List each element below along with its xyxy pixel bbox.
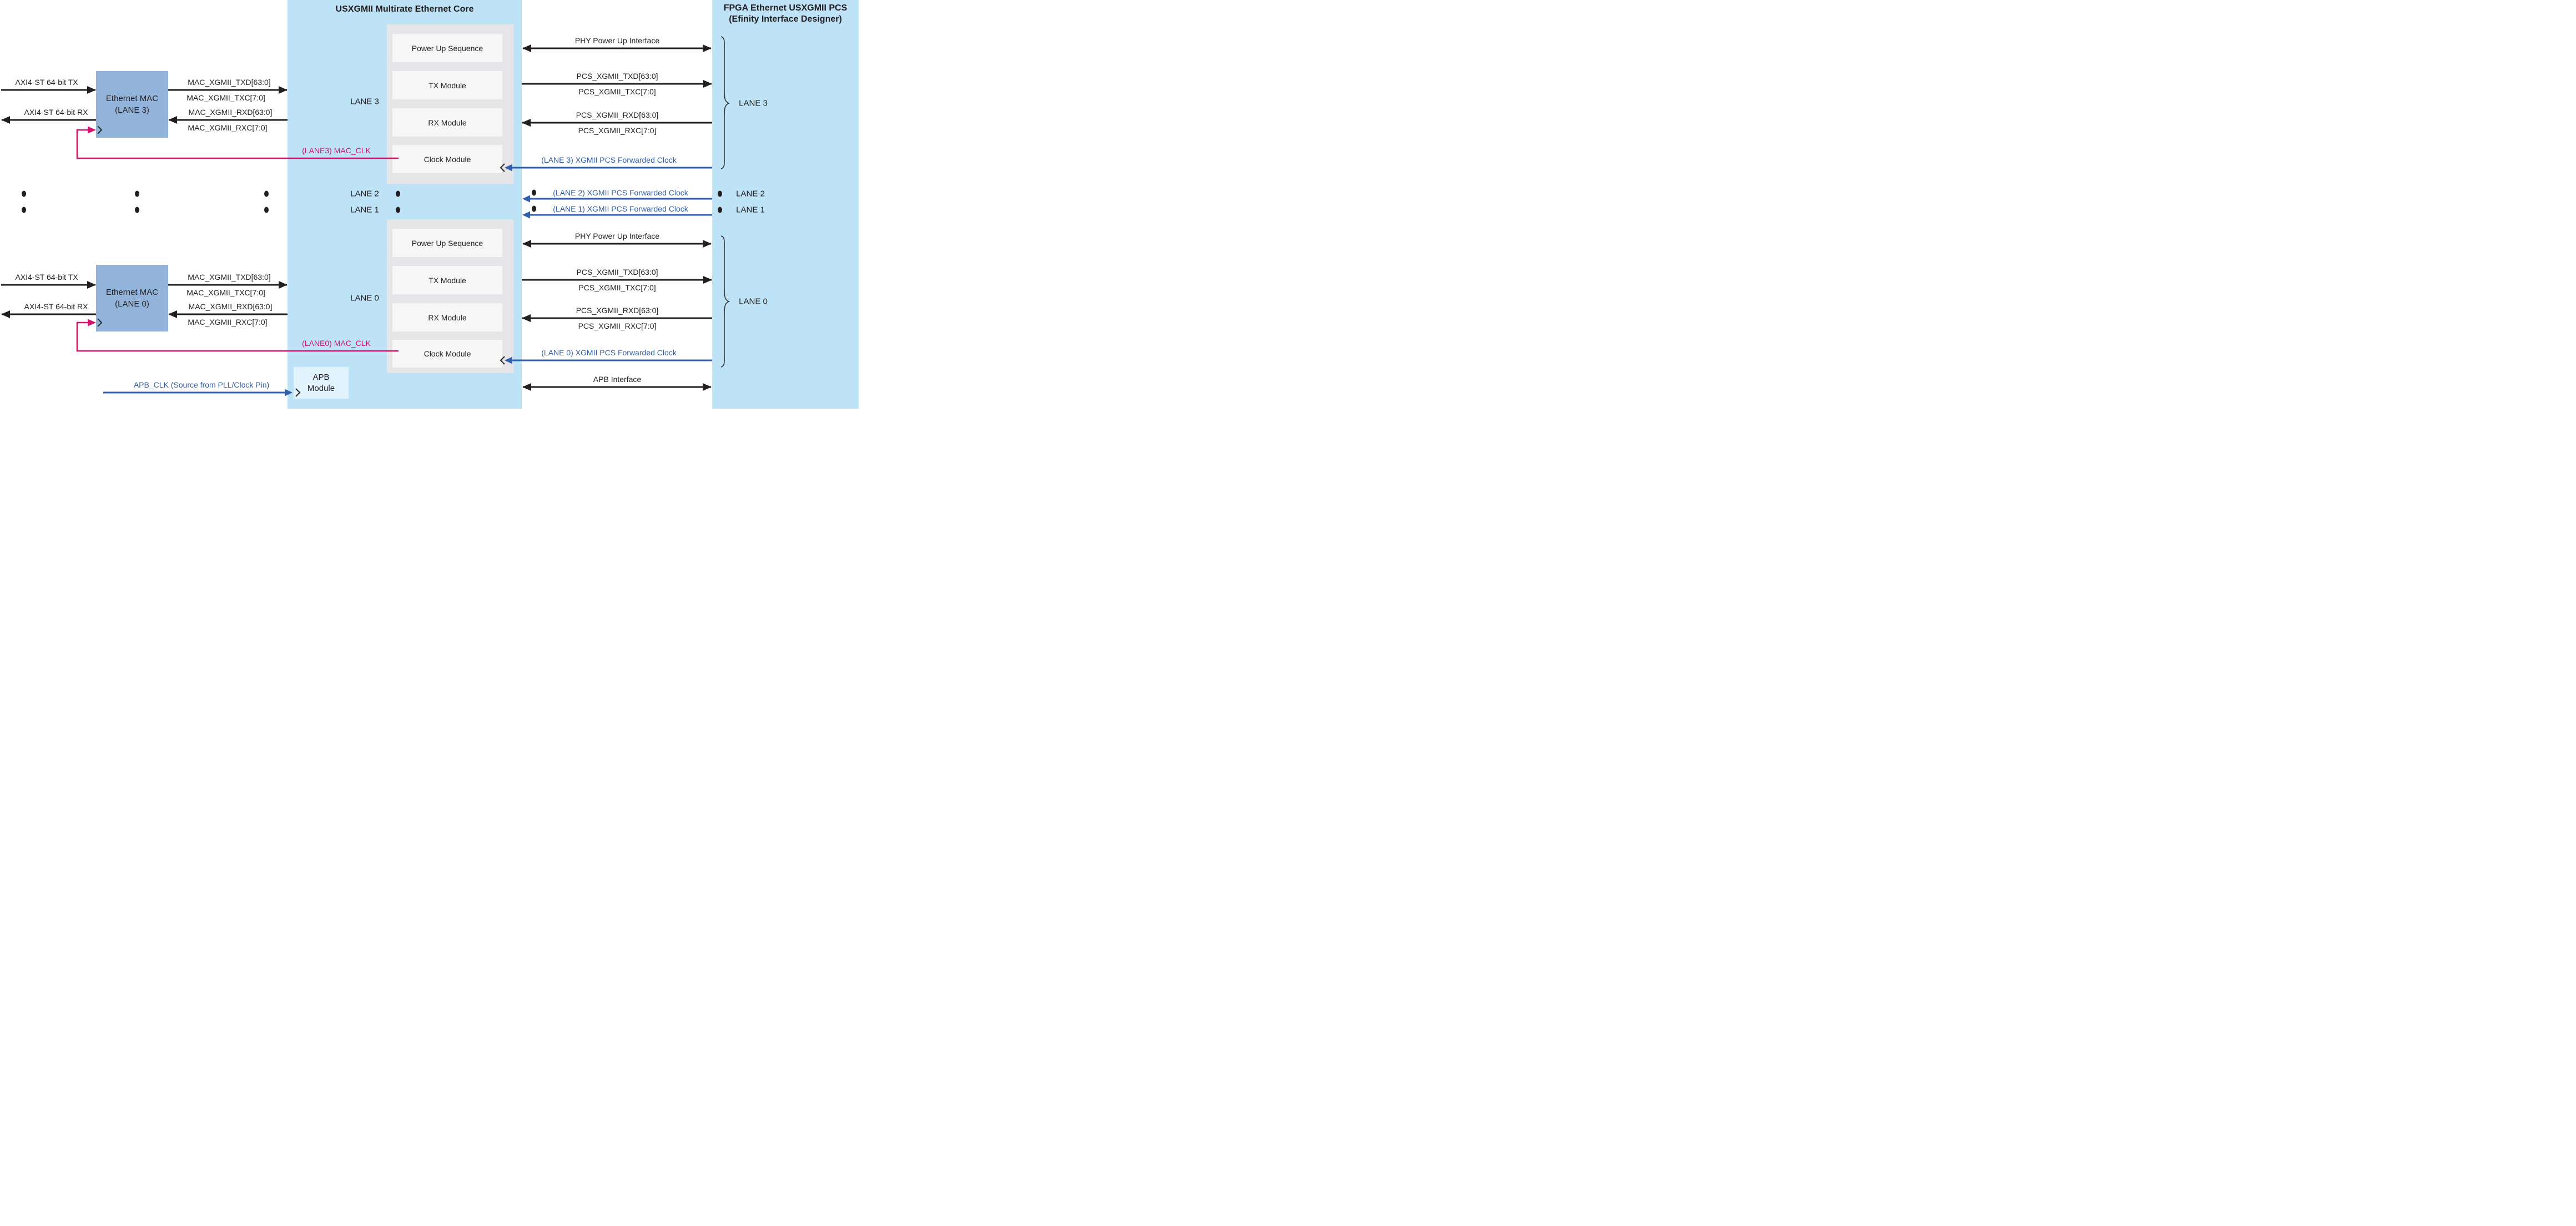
ethernet-mac-lane3-line2: (LANE 3) <box>115 105 149 115</box>
lane3-pcs-rxd-label: PCS_XGMII_RXD[63:0] <box>576 110 659 119</box>
lane3-pcs-txd-label: PCS_XGMII_TXD[63:0] <box>576 72 658 81</box>
lane2-forwarded-clock-arrow <box>522 195 712 203</box>
lane0-tx-module-box: TX Module <box>392 266 502 294</box>
lane0-power-up-sequence-label: Power Up Sequence <box>411 238 483 248</box>
apb-module-line1: APB <box>312 372 330 382</box>
lane0-pcs-txd-label: PCS_XGMII_TXD[63:0] <box>576 268 658 277</box>
apb-clock-input-chevron-icon <box>295 388 301 397</box>
lane0-forwarded-clock-label: (LANE 0) XGMII PCS Forwarded Clock <box>541 348 677 357</box>
lane3-power-up-sequence-box: Power Up Sequence <box>392 34 502 62</box>
lane0-pcs-txc-label: PCS_XGMII_TXC[7:0] <box>578 283 656 292</box>
lane3-clock-module-box: Clock Module <box>392 145 502 173</box>
lane1-forwarded-clock-arrow <box>522 211 712 219</box>
lane3-brace-label: LANE 3 <box>739 98 768 108</box>
lane0-brace-label: LANE 0 <box>739 297 768 306</box>
lane0-pcs-rxc-label: PCS_XGMII_RXC[7:0] <box>578 321 657 330</box>
lane3-forwarded-clock-arrow <box>505 164 712 172</box>
ethernet-mac-lane0-line2: (LANE 0) <box>115 299 149 309</box>
apb-interface-label: APB Interface <box>593 375 642 384</box>
lane0-brace <box>720 235 730 368</box>
lane3-pcs-rxc-label: PCS_XGMII_RXC[7:0] <box>578 126 657 135</box>
lane3-lane-label: LANE 3 <box>350 97 379 107</box>
ethernet-mac-lane0-block: Ethernet MAC (LANE 0) <box>96 265 168 331</box>
lane3-forwarded-clock-label: (LANE 3) XGMII PCS Forwarded Clock <box>541 155 677 164</box>
apb-clk-label: APB_CLK (Source from PLL/Clock Pin) <box>133 380 270 389</box>
lane0-clock-module-box: Clock Module <box>392 340 502 368</box>
lane0-mac-rxc-label: MAC_XGMII_RXC[7:0] <box>188 318 268 326</box>
lane0-lane-label: LANE 0 <box>350 293 379 303</box>
lane1-label: LANE 1 <box>350 205 379 215</box>
lane0-tx-module-label: TX Module <box>429 275 466 285</box>
apb-module-line2: Module <box>307 383 335 393</box>
lane1-forwarded-clock-label: (LANE 1) XGMII PCS Forwarded Clock <box>553 204 688 213</box>
lane0-rx-module-box: RX Module <box>392 303 502 331</box>
lane2-forwarded-clock-label: (LANE 2) XGMII PCS Forwarded Clock <box>553 188 688 197</box>
lane3-mac-clk-route <box>76 126 399 159</box>
lane3-rx-module-box: RX Module <box>392 108 502 137</box>
lane3-rx-module-label: RX Module <box>428 118 467 127</box>
lane3-mac-clk-label: (LANE3) MAC_CLK <box>302 146 371 155</box>
pcs-lane1-label: LANE 1 <box>736 205 765 215</box>
lane3-phy-interface-label: PHY Power Up Interface <box>574 36 660 45</box>
lane0-mac-rxd-label: MAC_XGMII_RXD[63:0] <box>188 302 273 311</box>
lane2-label: LANE 2 <box>350 189 379 199</box>
ellipsis-dots <box>22 189 722 213</box>
pcs-title-line1: FPGA Ethernet USXGMII PCS <box>723 3 848 13</box>
ethernet-mac-lane3-block: Ethernet MAC (LANE 3) <box>96 71 168 138</box>
lane3-brace <box>720 36 730 169</box>
lane0-mac-txc-label: MAC_XGMII_TXC[7:0] <box>186 288 265 297</box>
lane0-power-up-sequence-box: Power Up Sequence <box>392 229 502 257</box>
lane0-pcs-rxd-label: PCS_XGMII_RXD[63:0] <box>576 306 659 315</box>
lane3-tx-module-label: TX Module <box>429 81 466 90</box>
lane3-axi-tx-label: AXI4-ST 64-bit TX <box>15 78 78 87</box>
lane3-mac-rxc-label: MAC_XGMII_RXC[7:0] <box>188 123 268 132</box>
pcs-band <box>712 0 859 409</box>
lane3-pcs-txc-label: PCS_XGMII_TXC[7:0] <box>578 87 656 96</box>
pcs-lane2-label: LANE 2 <box>736 189 765 199</box>
lane0-clock-module-label: Clock Module <box>424 349 471 358</box>
lane0-axi-tx-label: AXI4-ST 64-bit TX <box>15 273 78 282</box>
lane3-mac-rxd-label: MAC_XGMII_RXD[63:0] <box>188 108 273 117</box>
apb-module-block: APB Module <box>294 367 349 399</box>
lane0-phy-interface-label: PHY Power Up Interface <box>574 232 660 240</box>
lane3-axi-rx-label: AXI4-ST 64-bit RX <box>24 108 88 117</box>
lane0-mac-clock-input-chevron-icon <box>97 318 103 327</box>
pcs-title-line2: (Efinity Interface Designer) <box>729 14 842 24</box>
apb-clk-arrow <box>103 389 293 396</box>
lane3-mac-clock-input-chevron-icon <box>97 125 103 134</box>
diagram-connectors <box>1 36 730 397</box>
lane0-rx-module-label: RX Module <box>428 313 467 322</box>
lane0-axi-rx-label: AXI4-ST 64-bit RX <box>24 302 88 311</box>
lane0-clock-module-input-chevron-icon <box>500 356 505 365</box>
ethernet-mac-lane0-line1: Ethernet MAC <box>105 288 159 297</box>
lane0-forwarded-clock-arrow <box>505 356 712 364</box>
lane0-mac-txd-label: MAC_XGMII_TXD[63:0] <box>188 273 271 282</box>
lane3-mac-txc-label: MAC_XGMII_TXC[7:0] <box>186 93 265 102</box>
diagram-canvas: Power Up Sequence TX Module RX Module Cl… <box>0 0 859 409</box>
lane3-clock-module-input-chevron-icon <box>500 163 505 172</box>
core-title: USXGMII Multirate Ethernet Core <box>335 4 474 14</box>
lane3-tx-module-box: TX Module <box>392 71 502 99</box>
lane0-mac-clk-route <box>76 319 399 352</box>
lane3-power-up-sequence-label: Power Up Sequence <box>411 43 483 53</box>
lane3-mac-txd-label: MAC_XGMII_TXD[63:0] <box>188 78 271 87</box>
ethernet-mac-lane3-line1: Ethernet MAC <box>105 94 159 103</box>
lane0-mac-clk-label: (LANE0) MAC_CLK <box>302 339 371 348</box>
lane3-clock-module-label: Clock Module <box>424 154 471 164</box>
